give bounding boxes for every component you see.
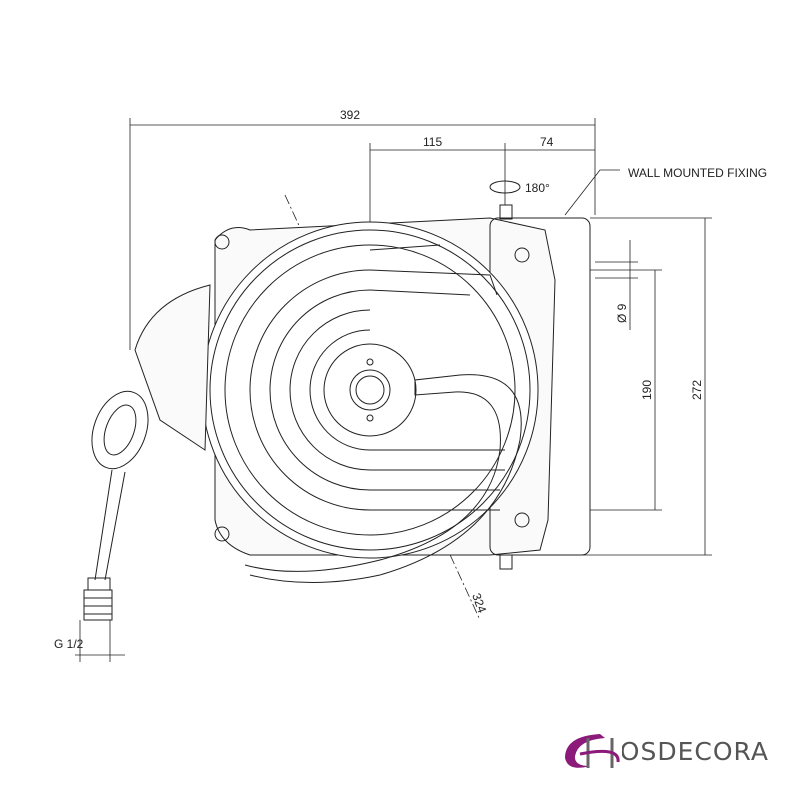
label-74: 74 bbox=[540, 135, 554, 149]
reel-body bbox=[201, 204, 591, 583]
rotation-icon bbox=[489, 180, 521, 194]
label-wall-fixing: WALL MOUNTED FIXING bbox=[628, 166, 767, 180]
label-hole: Ø 9 bbox=[615, 303, 629, 323]
label-324: 324 bbox=[469, 591, 489, 615]
hose-guide-and-hose bbox=[83, 284, 211, 621]
label-thread: G 1/2 bbox=[54, 637, 84, 651]
label-392: 392 bbox=[340, 108, 360, 122]
label-rotation: 180° bbox=[525, 181, 550, 195]
logo-text: HOSDECORA bbox=[600, 737, 769, 766]
label-115: 115 bbox=[423, 135, 442, 149]
label-272: 272 bbox=[690, 380, 704, 400]
dimension-labels: 392 115 74 180° WALL MOUNTED FIXING Ø 9 … bbox=[54, 108, 767, 651]
hosdecora-logo bbox=[565, 734, 620, 768]
label-190: 190 bbox=[640, 380, 654, 400]
